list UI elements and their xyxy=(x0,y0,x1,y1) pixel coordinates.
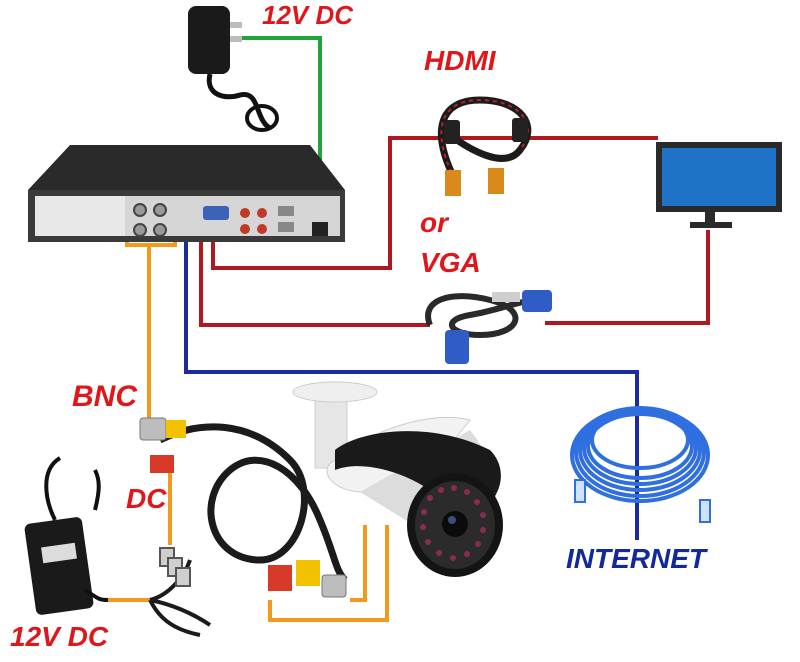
label-bnc: BNC xyxy=(72,380,138,413)
camera-wire xyxy=(268,525,389,622)
label-dc: DC xyxy=(126,483,167,514)
vga-cable-icon xyxy=(425,290,552,364)
power-splitter-icon xyxy=(148,547,212,637)
label-hdmi: HDMI xyxy=(424,45,497,76)
labels: 12V DC HDMI or VGA BNC DC 12V DC INTERNE… xyxy=(10,0,709,652)
label-12v-dc-bottom: 12V DC xyxy=(10,621,109,652)
hdmi-wire xyxy=(211,136,658,270)
power-adapter-icon xyxy=(188,6,279,132)
vga-wire xyxy=(199,238,430,327)
power-brick-icon xyxy=(24,456,109,615)
dvr-recorder-icon xyxy=(28,145,345,242)
label-or: or xyxy=(420,207,450,238)
label-12v-dc-top: 12V DC xyxy=(262,0,354,30)
ethernet-cable-icon xyxy=(570,406,711,523)
hdmi-cable-icon xyxy=(437,96,532,196)
vga-wire-right xyxy=(545,230,710,325)
monitor-icon xyxy=(656,142,782,228)
label-internet: INTERNET xyxy=(566,543,709,574)
bnc-dc-cable-icon xyxy=(139,417,348,598)
label-vga: VGA xyxy=(420,247,481,278)
bullet-camera-icon xyxy=(292,381,503,577)
camera-wire-b xyxy=(350,525,367,602)
